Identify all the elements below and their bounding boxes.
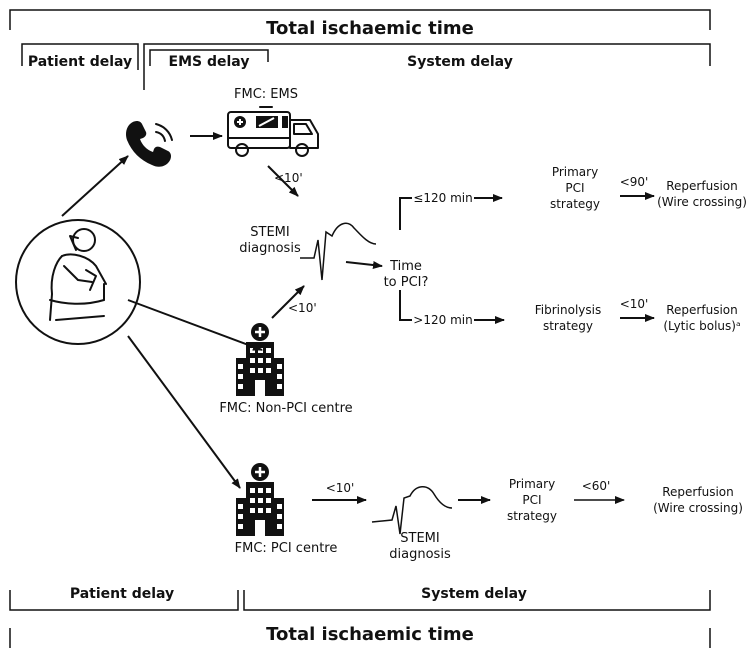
upper-strategy-line3: strategy <box>550 197 600 211</box>
ecg-icon <box>300 222 377 281</box>
top-system-delay: System delay <box>407 54 513 70</box>
upper-outcome-line1: Reperfusion <box>666 179 737 193</box>
flow-arrows <box>61 132 655 504</box>
bottom-timeline-brackets <box>9 590 711 648</box>
top-ems-delay: EMS delay <box>169 54 250 70</box>
bottom-total-ischaemic-time: Total ischaemic time <box>266 624 474 645</box>
top-timeline-brackets <box>9 9 711 90</box>
time-question-line1: Time <box>389 259 422 274</box>
upper-strategy-line1: Primary <box>552 165 598 179</box>
fmc-ems-label: FMC: EMS <box>234 87 298 102</box>
lower-strategy-line1: Fibrinolysis <box>535 303 601 317</box>
top-total-ischaemic-time: Total ischaemic time <box>266 18 474 39</box>
bottom-system-delay: System delay <box>421 586 527 602</box>
pci-time-to-reperfusion: <60' <box>582 479 611 493</box>
top-patient-delay: Patient delay <box>28 54 132 70</box>
pci-strategy-line3: strategy <box>507 509 557 523</box>
pci-outcome-line2: (Wire crossing) <box>653 501 743 515</box>
time-question-line2: to PCI? <box>384 275 429 290</box>
ecg-icon <box>371 486 453 535</box>
lower-outcome-line1: Reperfusion <box>666 303 737 317</box>
non-pci-centre-label: FMC: Non-PCI centre <box>219 401 352 416</box>
pci-strategy-line1: Primary <box>509 477 555 491</box>
patient-icon <box>15 219 141 345</box>
hospital-icon <box>236 323 284 396</box>
diagnosis-label: diagnosis <box>239 241 301 256</box>
pci-strategy-line2: PCI <box>522 493 541 507</box>
bottom-patient-delay: Patient delay <box>70 586 174 602</box>
pci-centre-label: FMC: PCI centre <box>235 541 338 556</box>
pci-outcome-line1: Reperfusion <box>662 485 733 499</box>
upper-strategy-line2: PCI <box>565 181 584 195</box>
lower-time-to-reperfusion: <10' <box>620 297 649 311</box>
ambulance-icon <box>227 106 319 157</box>
lower-strategy-line2: strategy <box>543 319 593 333</box>
stemi-label: STEMI <box>250 225 289 240</box>
pci-diagnosis-label: diagnosis <box>389 547 451 562</box>
phone-icon <box>126 121 173 167</box>
pci-time-label: <10' <box>326 481 355 495</box>
lower-outcome-line2: (Lytic bolus)ᵃ <box>663 319 740 333</box>
lower-interval: >120 min <box>413 313 472 327</box>
upper-time-to-reperfusion: <90' <box>620 175 649 189</box>
non-pci-time-label: <10' <box>288 301 317 315</box>
upper-outcome-line2: (Wire crossing) <box>657 195 747 209</box>
ems-time-label: <10' <box>274 171 303 185</box>
pci-stemi-label: STEMI <box>400 531 439 546</box>
upper-interval: ≤120 min <box>413 191 472 205</box>
hospital-icon <box>236 463 284 536</box>
